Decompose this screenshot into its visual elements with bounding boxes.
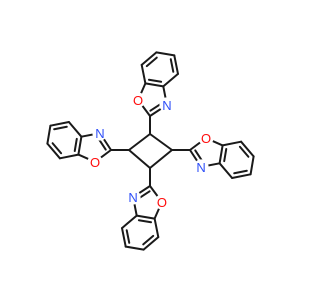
top-c4-c5-bond-second-line bbox=[169, 58, 175, 73]
left-c4-c5-bond-second-line bbox=[53, 125, 68, 131]
left-c4-c5-bond bbox=[49, 121, 70, 127]
bottom-oxygen-label: O bbox=[157, 195, 167, 210]
right-nitrogen-label: N bbox=[196, 160, 205, 175]
top-oxygen-label: O bbox=[133, 93, 143, 108]
right-c3a-c7a-bond bbox=[218, 144, 224, 165]
right-nitrogen-label-background bbox=[193, 159, 209, 175]
right-c4-c5-bond-second-line bbox=[233, 169, 248, 175]
right-c3a-c7a-bond-second-line bbox=[223, 147, 228, 163]
right-oxygen-label-background bbox=[198, 130, 214, 146]
left-oxygen-label: O bbox=[90, 155, 100, 170]
bottom-c6-c7-bond bbox=[142, 236, 160, 251]
cyclobutane-bond-right-bottom bbox=[149, 149, 173, 169]
top-c3a-c4-bond bbox=[162, 72, 179, 88]
left-c7-c7a-bond bbox=[58, 153, 80, 160]
right-c4-c5-bond bbox=[231, 173, 252, 179]
bottom-c4-c5-bond bbox=[121, 227, 127, 248]
right-c6-c7-bond bbox=[240, 140, 255, 158]
left-c3a-c4-bond bbox=[67, 121, 83, 138]
bottom-oxygen-label-background bbox=[154, 194, 170, 210]
right-c7-c7a-bond bbox=[221, 140, 243, 147]
left-c3a-c7a-bond-second-line bbox=[73, 137, 78, 153]
bottom-nitrogen-label: N bbox=[128, 190, 137, 205]
left-c3a-c7a-bond bbox=[77, 135, 83, 156]
right-c5-c6-bond bbox=[249, 155, 255, 176]
right-c6-c7-bond-second-line bbox=[238, 145, 250, 158]
top-c6-c7-bond-second-line bbox=[145, 56, 158, 68]
top-c6-c7-bond bbox=[140, 51, 158, 66]
bottom-c5-c6-bond bbox=[124, 245, 145, 251]
cyclobutane-bond-left-top bbox=[128, 133, 151, 151]
top-c3a-c7a-bond-second-line bbox=[147, 78, 163, 83]
left-c6-c7-bond-second-line bbox=[51, 142, 63, 155]
left-c6-c7-bond bbox=[46, 142, 61, 160]
top-c4-c5-bond bbox=[173, 54, 179, 75]
top-c7-c7a-bond bbox=[140, 63, 147, 85]
bottom-c6-c7-bond-second-line bbox=[142, 234, 155, 246]
left-nitrogen-label: N bbox=[95, 126, 104, 141]
top-oxygen-label-background bbox=[130, 92, 146, 108]
bottom-c3a-c7a-bond bbox=[135, 214, 156, 220]
bottom-c3a-c7a-bond-second-line bbox=[137, 219, 153, 224]
cyclobutane-bond-bottom-left bbox=[128, 149, 151, 169]
top-nitrogen-label: N bbox=[162, 98, 171, 113]
bottom-c7-c7a-bond bbox=[153, 217, 160, 239]
top-c5-c6-bond bbox=[155, 51, 176, 57]
cyclobutane-bond-top-right bbox=[149, 133, 173, 151]
right-oxygen-label: O bbox=[201, 131, 211, 146]
bond-layer bbox=[46, 51, 255, 251]
left-oxygen-label-background bbox=[87, 154, 103, 170]
left-nitrogen-label-background bbox=[92, 125, 108, 141]
bottom-c3a-c4-bond bbox=[121, 214, 138, 230]
top-nitrogen-label-background bbox=[159, 97, 175, 113]
bottom-c4-c5-bond-second-line bbox=[125, 229, 131, 244]
right-c3a-c4-bond bbox=[218, 162, 234, 179]
left-c5-c6-bond bbox=[46, 124, 52, 145]
top-c3a-c7a-bond bbox=[144, 82, 165, 88]
bottom-nitrogen-label-background bbox=[125, 189, 141, 205]
